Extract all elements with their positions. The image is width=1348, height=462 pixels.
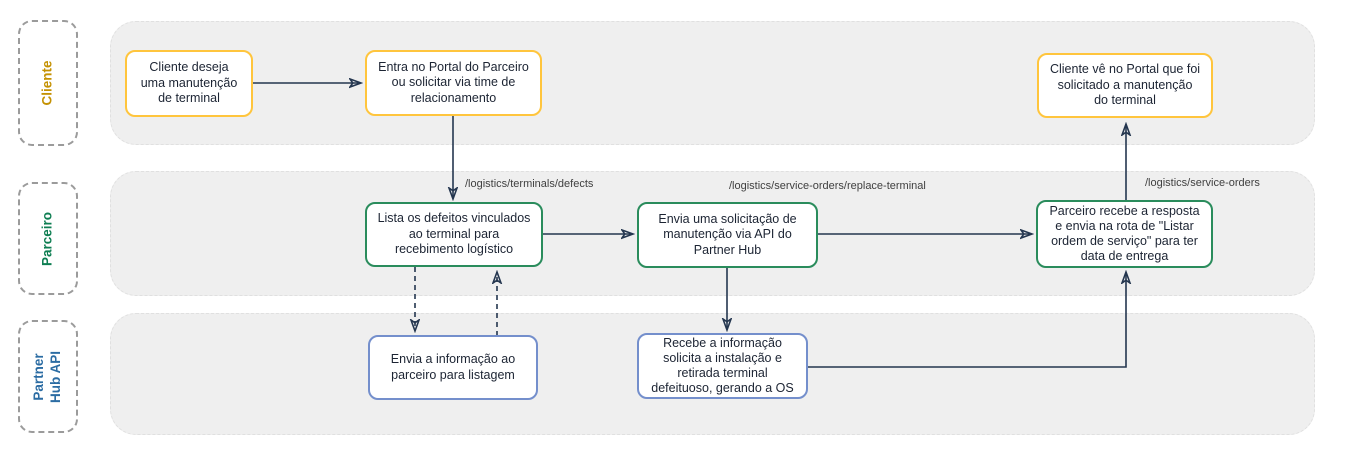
- node-parceiro-recebe-text: Parceiro recebe a resposta e envia na ro…: [1049, 203, 1200, 264]
- lane-label-parceiro: Parceiro: [18, 182, 78, 295]
- node-entra-portal-text: Entra no Portal do Parceiro ou solicitar…: [378, 59, 529, 105]
- route-label-terminals-defects: /logistics/terminals/defects: [465, 178, 594, 190]
- lane-label-partner-hub-api: Partner Hub API: [18, 320, 78, 433]
- lane-label-cliente-text: Cliente: [39, 60, 55, 106]
- node-lista-defeitos-text: Lista os defeitos vinculados ao terminal…: [377, 211, 531, 257]
- node-envia-solicitacao-text: Envia uma solicitação de manutenção via …: [658, 211, 797, 257]
- node-recebe-informacao-text: Recebe a informação solicita a instalaçã…: [651, 335, 794, 396]
- lane-label-partner-hub-api-text: Partner Hub API: [31, 350, 63, 403]
- route-label-service-orders: /logistics/service-orders: [1145, 177, 1260, 189]
- node-cliente-ve-text: Cliente vê no Portal que foi solicitado …: [1049, 62, 1201, 108]
- node-envia-informacao: Envia a informação ao parceiro para list…: [368, 335, 538, 400]
- node-cliente-deseja: Cliente deseja uma manutenção de termina…: [125, 50, 253, 117]
- node-recebe-informacao: Recebe a informação solicita a instalaçã…: [637, 333, 808, 399]
- node-cliente-ve: Cliente vê no Portal que foi solicitado …: [1037, 53, 1213, 118]
- lane-label-parceiro-text: Parceiro: [39, 211, 55, 266]
- node-envia-solicitacao: Envia uma solicitação de manutenção via …: [637, 202, 818, 268]
- node-lista-defeitos: Lista os defeitos vinculados ao terminal…: [365, 202, 543, 267]
- route-label-replace-terminal: /logistics/service-orders/replace-termin…: [729, 180, 926, 192]
- lane-label-cliente: Cliente: [18, 20, 78, 146]
- node-parceiro-recebe: Parceiro recebe a resposta e envia na ro…: [1036, 200, 1213, 268]
- node-cliente-deseja-text: Cliente deseja uma manutenção de termina…: [140, 60, 238, 106]
- node-entra-portal: Entra no Portal do Parceiro ou solicitar…: [365, 50, 542, 116]
- node-envia-informacao-text: Envia a informação ao parceiro para list…: [390, 351, 516, 382]
